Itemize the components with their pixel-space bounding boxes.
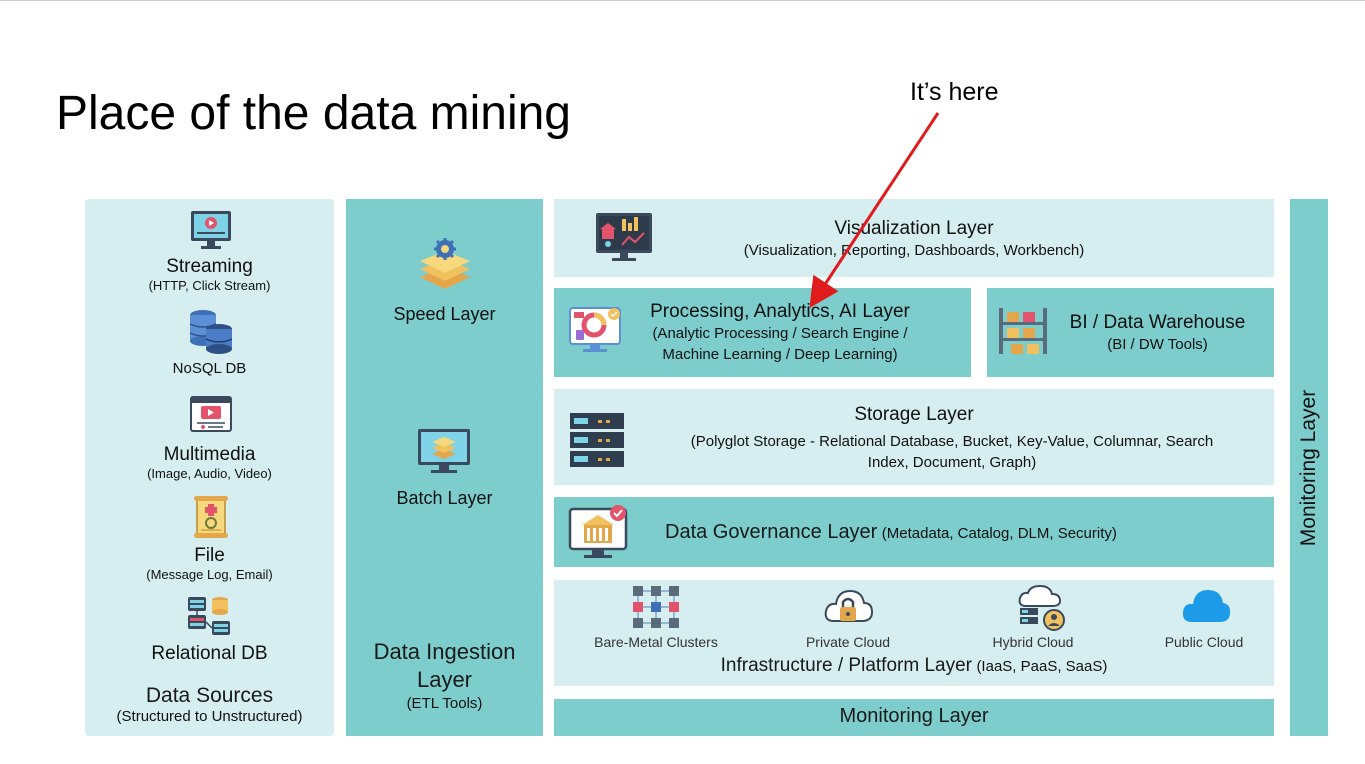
source-sub-multimedia: (Image, Audio, Video): [147, 466, 272, 481]
media-player-icon: [190, 396, 232, 432]
monitoring-side-label: Monitoring Layer: [1297, 389, 1320, 546]
visualization-layer-panel: Visualization Layer (Visualization, Repo…: [554, 199, 1274, 277]
monitoring-layer-bottom: Monitoring Layer: [554, 699, 1274, 736]
batch-layer-label: Batch Layer: [396, 488, 493, 508]
file-scroll-icon: [194, 496, 228, 538]
infra-label-bare-metal: Bare-Metal Clusters: [594, 634, 718, 650]
page-title: Place of the data mining: [56, 87, 571, 140]
speed-layer-label: Speed Layer: [393, 304, 496, 324]
visualization-layer-sub: (Visualization, Reporting, Dashboards, W…: [743, 242, 1085, 259]
analytics-monitor-icon: [569, 307, 621, 352]
storage-layer-title: Storage Layer: [854, 404, 974, 425]
infra-label-hybrid-cloud: Hybrid Cloud: [992, 634, 1074, 650]
infrastructure-title: Infrastructure / Platform Layer: [720, 655, 972, 676]
monitor-stream-icon: [191, 211, 231, 249]
infrastructure-sub: (IaaS, PaaS, SaaS): [976, 658, 1108, 675]
governance-layer-title: Data Governance Layer: [665, 521, 878, 543]
monitoring-bottom-label: Monitoring Layer: [839, 705, 989, 727]
governance-layer-text: Data Governance Layer (Metadata, Catalog…: [665, 521, 1117, 544]
ingestion-title-line2: Layer: [416, 667, 473, 692]
source-label-streaming: Streaming: [166, 256, 253, 277]
data-sources-panel: Streaming (HTTP, Click Stream) NoSQL DB …: [85, 199, 334, 736]
governance-layer-panel: Data Governance Layer (Metadata, Catalog…: [554, 497, 1274, 567]
warehouse-shelf-icon: [999, 308, 1047, 354]
governance-layer-sub: (Metadata, Catalog, DLM, Security): [881, 525, 1117, 542]
dashboard-monitor-icon: [596, 213, 652, 261]
infrastructure-layer-panel: Bare-Metal Clusters Private Cloud Hybrid…: [554, 580, 1274, 686]
infrastructure-text: Infrastructure / Platform Layer (IaaS, P…: [554, 655, 1274, 677]
source-sub-file: (Message Log, Email): [146, 567, 273, 582]
processing-layer-sub1: (Analytic Processing / Search Engine /: [652, 325, 908, 342]
infra-label-private-cloud: Private Cloud: [805, 634, 891, 650]
infra-label-public-cloud: Public Cloud: [1164, 634, 1244, 650]
ingestion-subtitle: (ETL Tools): [406, 695, 483, 712]
public-cloud-icon: [1182, 590, 1231, 622]
top-divider: [0, 0, 1365, 1]
hybrid-cloud-icon: [1018, 584, 1065, 631]
database-icon: [189, 310, 233, 354]
governance-building-icon: [568, 505, 628, 558]
relational-db-icon: [188, 597, 230, 635]
bi-warehouse-panel: BI / Data Warehouse (BI / DW Tools): [987, 288, 1274, 377]
source-label-file: File: [194, 545, 225, 566]
bi-warehouse-sub: (BI / DW Tools): [1107, 336, 1208, 353]
visualization-layer-title: Visualization Layer: [834, 218, 994, 239]
speed-layer-icon: [420, 238, 470, 289]
data-sources-title: Data Sources: [145, 684, 274, 707]
server-cluster-icon: [633, 586, 679, 628]
private-cloud-icon: [824, 589, 874, 622]
storage-layer-sub2: Index, Document, Graph): [867, 454, 1037, 471]
storage-layer-panel: Storage Layer (Polyglot Storage - Relati…: [554, 389, 1274, 485]
processing-layer-panel: Processing, Analytics, AI Layer (Analyti…: [554, 288, 971, 377]
processing-layer-title: Processing, Analytics, AI Layer: [650, 301, 910, 322]
source-label-relational: Relational DB: [151, 643, 268, 664]
processing-layer-sub2: Machine Learning / Deep Learning): [662, 346, 898, 363]
source-label-multimedia: Multimedia: [163, 444, 256, 465]
server-rack-icon: [570, 413, 624, 467]
data-ingestion-panel: Speed Layer Batch Layer Data Ingestion L…: [346, 199, 543, 736]
batch-layer-icon: [418, 429, 470, 473]
annotation-text: It’s here: [910, 78, 999, 106]
bi-warehouse-title: BI / Data Warehouse: [1069, 312, 1246, 333]
data-sources-subtitle: (Structured to Unstructured): [116, 708, 303, 725]
monitoring-layer-side: Monitoring Layer: [1290, 199, 1328, 736]
storage-layer-sub1: (Polyglot Storage - Relational Database,…: [690, 433, 1214, 450]
source-sub-streaming: (HTTP, Click Stream): [148, 278, 271, 293]
source-label-nosql: NoSQL DB: [172, 360, 247, 377]
ingestion-title: Data Ingestion: [373, 639, 516, 664]
